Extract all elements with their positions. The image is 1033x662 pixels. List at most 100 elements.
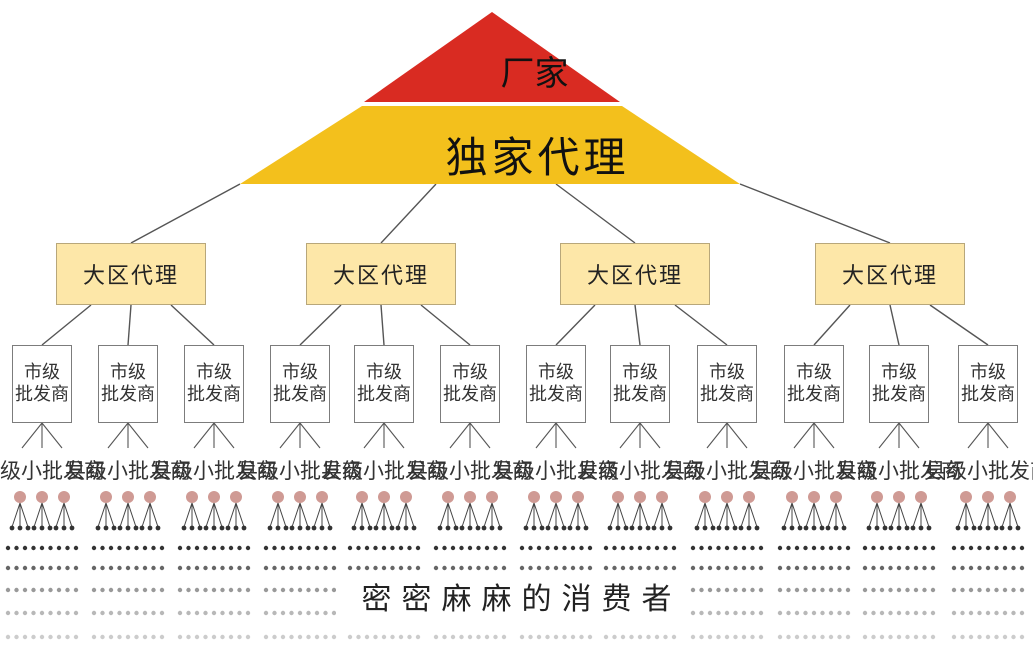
- consumer-dot: [888, 587, 893, 593]
- consumer-dot: [347, 634, 353, 640]
- city-wholesaler-line2: 批发商: [613, 384, 667, 405]
- consumer-dot: [567, 525, 573, 531]
- consumer-dot: [603, 545, 609, 551]
- consumer-dot: [654, 634, 660, 640]
- consumer-dot: [280, 634, 286, 640]
- city-wholesaler-box: 市级批发商: [869, 345, 929, 423]
- consumer-dot: [211, 565, 217, 571]
- consumer-dot: [671, 634, 677, 640]
- consumer-link-line: [11, 502, 21, 528]
- county-retail-label: 县级小批发商: [0, 459, 105, 483]
- consumer-dot: [203, 565, 208, 571]
- consumer-link-line: [639, 502, 649, 528]
- consumer-link-line: [718, 502, 728, 528]
- consumer-dot: [1019, 587, 1025, 593]
- consumer-dot: [142, 610, 148, 616]
- consumer-dot: [699, 587, 704, 593]
- consumer-link-line: [439, 502, 449, 528]
- consumer-dot: [125, 545, 131, 551]
- consumer-dot: [364, 545, 370, 551]
- city-to-retail-line: [555, 422, 577, 449]
- consumer-dot: [241, 525, 247, 531]
- consumer-dot: [741, 634, 747, 640]
- consumer-dot: [1007, 525, 1013, 531]
- consumer-dot: [475, 525, 481, 531]
- consumer-dot: [347, 565, 353, 571]
- consumer-node-head: [464, 491, 476, 503]
- county-retail-label: 县级小批发商: [151, 459, 277, 483]
- consumer-dot: [797, 525, 803, 531]
- consumer-dot: [9, 525, 15, 531]
- consumer-dot: [545, 545, 550, 551]
- consumer-dot: [100, 587, 105, 593]
- consumer-dot: [442, 545, 447, 551]
- consumer-dot: [39, 587, 45, 593]
- consumer-dot: [716, 610, 721, 616]
- consumer-dot: [289, 610, 294, 616]
- consumer-dot: [570, 565, 576, 571]
- consumer-dot: [177, 565, 183, 571]
- consumer-dot: [56, 587, 62, 593]
- consumer-dot: [758, 565, 764, 571]
- city-to-retail-line: [898, 422, 920, 449]
- city-wholesaler-box: 市级批发商: [526, 345, 586, 423]
- consumer-dot: [690, 587, 696, 593]
- consumer-link-line: [105, 502, 115, 528]
- consumer-node-head: [808, 491, 820, 503]
- consumer-dot: [100, 634, 105, 640]
- regional-agent-label: 大区代理: [332, 264, 429, 289]
- consumer-dot: [323, 587, 328, 593]
- consumer-dot: [707, 545, 713, 551]
- consumer-dot: [237, 634, 242, 640]
- consumer-dot: [450, 565, 456, 571]
- consumer-dot: [186, 634, 191, 640]
- consumer-dot: [741, 610, 747, 616]
- consumer-dot: [746, 525, 752, 531]
- consumer-link-line: [447, 502, 457, 528]
- consumer-dot: [280, 610, 286, 616]
- consumer-dot: [237, 565, 242, 571]
- consumer-dot: [913, 545, 919, 551]
- consumer-dot: [994, 565, 999, 571]
- region-to-city-line: [170, 304, 215, 346]
- consumer-dot: [22, 565, 28, 571]
- consumer-dot: [203, 634, 208, 640]
- consumer-dot: [65, 565, 70, 571]
- consumer-dot: [985, 545, 991, 551]
- consumer-dot: [433, 634, 439, 640]
- consumer-link-line: [835, 502, 845, 528]
- consumer-link-line: [696, 502, 706, 528]
- consumer-dot: [968, 545, 974, 551]
- consumer-dot: [323, 565, 328, 571]
- consumer-dot: [108, 587, 114, 593]
- consumer-dot: [100, 565, 105, 571]
- consumer-node-head: [871, 491, 883, 503]
- consumer-dot: [545, 565, 550, 571]
- consumer-node-head: [786, 491, 798, 503]
- consumer-dot: [373, 634, 378, 640]
- consumer-node-head: [122, 491, 134, 503]
- consumer-dot: [39, 545, 45, 551]
- consumer-link-line: [704, 502, 714, 528]
- consumer-dot: [905, 545, 910, 551]
- city-wholesaler-line2: 批发商: [273, 384, 327, 405]
- consumer-dot: [142, 565, 148, 571]
- consumer-dot: [22, 587, 28, 593]
- consumer-dot: [381, 565, 387, 571]
- consumer-dot: [108, 610, 114, 616]
- consumer-dot: [528, 545, 533, 551]
- regional-agent-box: 大区代理: [306, 243, 456, 305]
- consumer-link-line: [868, 502, 878, 528]
- consumer-dot: [866, 525, 872, 531]
- consumer-link-line: [912, 502, 922, 528]
- consumer-dot: [108, 634, 114, 640]
- consumer-dot: [61, 525, 67, 531]
- consumer-dot: [323, 545, 328, 551]
- consumer-dot: [820, 545, 825, 551]
- consumer-dot: [73, 587, 79, 593]
- consumer-dot: [381, 525, 387, 531]
- consumer-dot: [459, 634, 464, 640]
- consumer-dot: [612, 634, 617, 640]
- consumer-dot: [95, 525, 101, 531]
- city-to-retail-line: [639, 422, 661, 449]
